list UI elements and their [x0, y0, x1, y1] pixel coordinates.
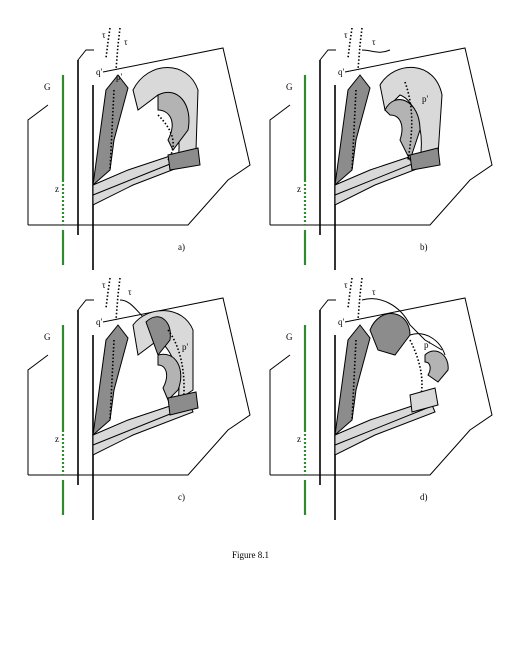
p-label: p': [116, 72, 123, 82]
panel-label: a): [178, 242, 185, 252]
tau-left-label: τ: [344, 280, 348, 290]
z-label: z: [297, 184, 301, 194]
z-label: z: [55, 434, 59, 444]
q-label: q': [338, 317, 345, 327]
p-label: p': [422, 94, 429, 104]
panel-d: τ τ q' p' G z d): [268, 276, 494, 522]
panel-label: b): [420, 242, 428, 252]
tau-left-label: τ: [344, 30, 348, 40]
tau-right-label: τ: [372, 37, 376, 47]
tau-left-label: τ: [102, 280, 106, 290]
p-label: p': [424, 340, 431, 350]
panel-c: τ τ q' p' G z c): [26, 276, 252, 522]
panel-b: τ τ q' p' G z b): [268, 26, 494, 272]
z-label: z: [55, 184, 59, 194]
tau-right-label: τ: [124, 37, 128, 47]
panel-a: τ τ q' p' G z a): [26, 26, 252, 272]
g-label: G: [44, 82, 51, 92]
p-label: p': [182, 342, 189, 352]
g-label: G: [286, 332, 293, 342]
tau-right-label: τ: [372, 287, 376, 297]
figure-caption: Figure 8.1: [232, 550, 269, 560]
g-label: G: [44, 332, 51, 342]
panel-label: c): [178, 492, 185, 502]
z-label: z: [297, 434, 301, 444]
g-label: G: [286, 82, 293, 92]
tau-right-label: τ: [128, 287, 132, 297]
q-label: q': [96, 317, 103, 327]
panel-label: d): [420, 492, 428, 502]
q-label: q': [96, 67, 103, 77]
tau-left-label: τ: [102, 30, 106, 40]
q-label: q': [338, 67, 345, 77]
